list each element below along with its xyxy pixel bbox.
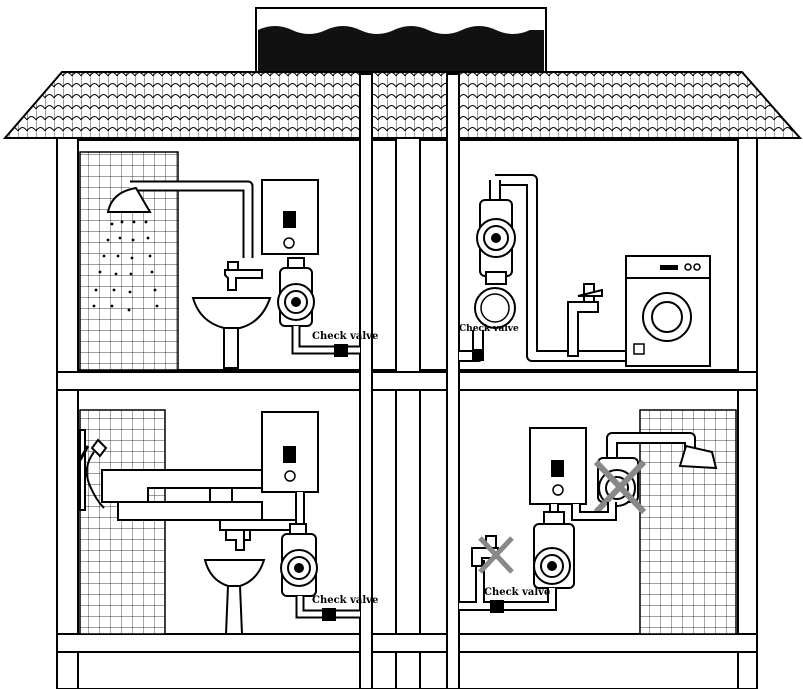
water-tank [255, 7, 547, 75]
faucet-icon [224, 261, 263, 291]
tiled-wall [79, 409, 166, 635]
hand-shower-icon [78, 429, 108, 511]
room-top-left: Check valve [79, 151, 378, 371]
faucet-icon [567, 283, 603, 357]
booster-pump-icon [533, 511, 575, 589]
check-valve-icon [334, 344, 348, 357]
wash-basin-icon [203, 559, 266, 635]
main-supply-pipes [359, 73, 460, 689]
wash-basin-icon [191, 297, 272, 369]
tiled-roof [2, 71, 803, 139]
faucet-icon [225, 529, 245, 551]
check-valve-label: Check valve [484, 587, 550, 598]
check-valve-icon [490, 600, 504, 613]
booster-pump-icon [277, 257, 315, 327]
booster-pump-body-icon [474, 287, 516, 329]
check-valve-label: Check valve [312, 595, 378, 606]
check-valve-icon [322, 608, 336, 621]
shower-head-icon [106, 186, 152, 213]
washing-machine-icon [625, 255, 711, 367]
check-valve-label: Check valve [312, 331, 378, 342]
water-spray [92, 220, 159, 312]
room-bottom-right: Check valve [459, 409, 737, 635]
booster-pump-icon [476, 199, 516, 285]
booster-pump-icon [280, 523, 318, 597]
room-bottom-left: Check valve [78, 409, 378, 635]
booster-pump-crossed-icon [593, 457, 647, 515]
check-valve-label: Check valve [459, 324, 519, 334]
house-structure [56, 137, 758, 689]
water-heater-icon [261, 411, 319, 493]
faucet-crossed-icon [471, 535, 514, 574]
room-top-right: Check valve [459, 174, 711, 367]
shower-head-icon [678, 444, 718, 470]
check-valve-icon [472, 349, 484, 361]
water-heater-icon [529, 427, 587, 505]
water-heater-icon [261, 179, 319, 255]
